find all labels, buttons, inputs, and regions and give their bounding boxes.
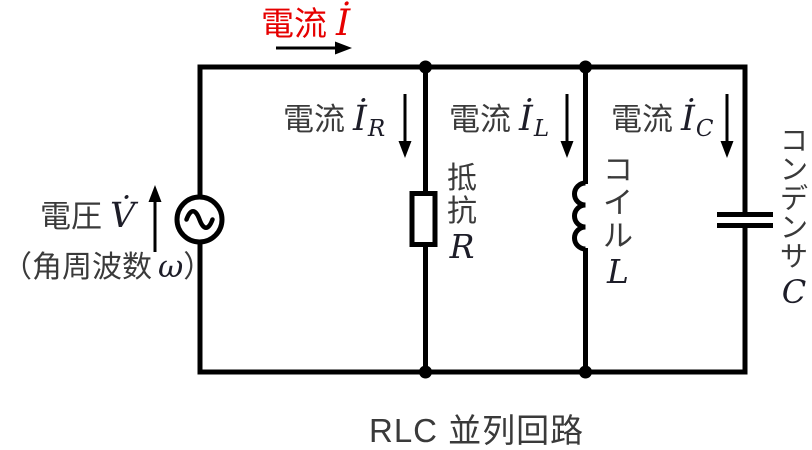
capacitor-current-jp: 電流 [611, 102, 673, 137]
total-current-label: 電流 İ [261, 3, 351, 44]
resistor-name-char: 抵 [447, 162, 477, 195]
inductor-symbol [572, 180, 586, 252]
capacitor-name-char: デ [779, 183, 808, 214]
capacitor-current-subscript: C [695, 116, 714, 142]
resistor-symbol-letter: R [449, 227, 475, 266]
total-current-jp: 電流 [261, 5, 327, 42]
current-arrow-down-resistor-icon [398, 94, 412, 158]
angular-frequency-note-open: （角周波数 [2, 251, 152, 284]
inductor-label: コ イ ル L [599, 154, 637, 289]
capacitor-name-char: ン [779, 154, 808, 185]
voltage-arrow-up-icon [148, 185, 162, 252]
junction-dot-bottom-right [579, 365, 592, 379]
capacitor-symbol-letter: C [781, 273, 807, 311]
inductor-current-label: 電流 İ L [449, 99, 550, 142]
voltage-symbol: V̇ [110, 196, 136, 236]
resistor-name-char: 抗 [447, 195, 477, 228]
inductor-name-char: ル [603, 220, 633, 253]
capacitor-name-char: サ [779, 241, 808, 272]
junction-dot-top-left [419, 60, 432, 74]
capacitor-name-char: ン [779, 212, 808, 243]
voltage-label: 電圧 V̇ [40, 196, 136, 236]
resistor-current-symbol: İ [353, 99, 367, 139]
capacitor-current-symbol: İ [681, 99, 695, 139]
current-arrow-right-icon [276, 41, 352, 55]
capacitor-label: コ ン デ ン サ C [776, 126, 812, 309]
capacitor-name-char: コ [779, 125, 808, 156]
inductor-name-char: コ [603, 154, 633, 187]
inductor-name-char: イ [603, 187, 633, 220]
angular-frequency-note: （角周波数 ω ） [2, 249, 214, 285]
angular-frequency-symbol: ω [158, 249, 184, 285]
sine-wave-icon [184, 209, 215, 230]
current-arrow-down-capacitor-icon [720, 94, 734, 158]
junction-dot-top-right [579, 60, 592, 74]
inductor-current-subscript: L [533, 116, 550, 142]
diagram-caption: RLC 並列回路 [366, 404, 587, 450]
inductor-symbol-letter: L [607, 252, 629, 291]
capacitor-current-label: 電流 İ C [611, 99, 714, 142]
inductor-current-jp: 電流 [449, 102, 511, 137]
voltage-jp: 電圧 [40, 199, 102, 234]
resistor-current-jp: 電流 [283, 102, 345, 137]
current-arrow-down-inductor-icon [560, 94, 574, 158]
total-current-symbol: İ [336, 3, 351, 44]
inductor-current-symbol: İ [519, 99, 533, 139]
resistor-current-subscript: R [367, 116, 386, 142]
resistor-label: 抵 抗 R [443, 162, 481, 264]
resistor-current-label: 電流 İ R [283, 99, 386, 142]
resistor-symbol [409, 191, 438, 247]
junction-dot-bottom-left [419, 365, 432, 379]
angular-frequency-note-close: ） [183, 251, 214, 284]
